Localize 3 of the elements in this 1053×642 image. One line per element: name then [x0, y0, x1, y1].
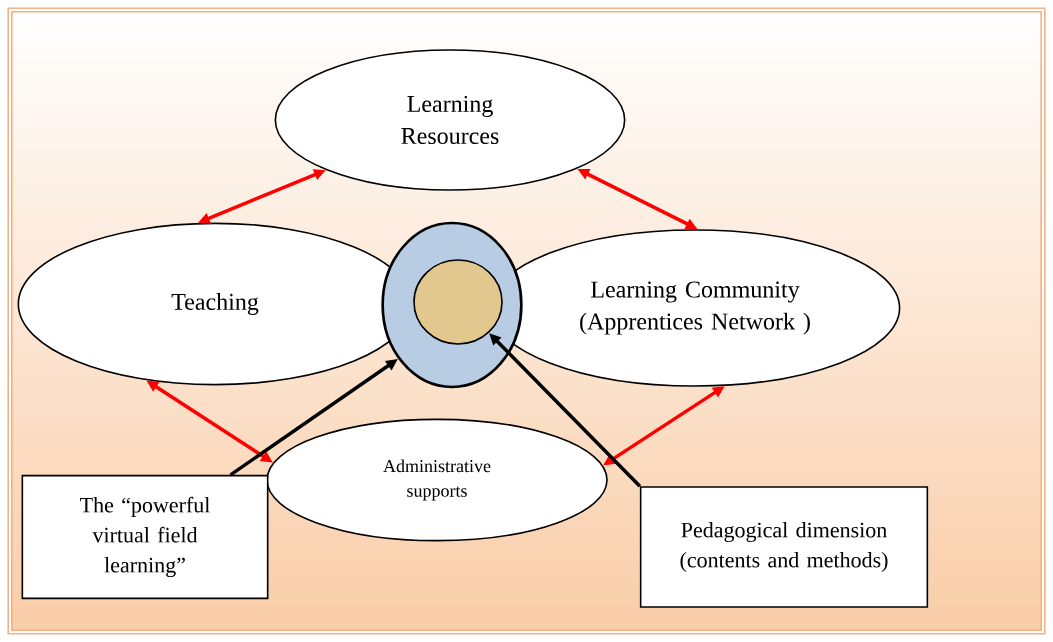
- text-box: The “powerful virtual field learning”: [21, 474, 269, 600]
- text-box: Pedagogical dimension (contents and methods): [639, 486, 929, 608]
- circle: [413, 259, 503, 345]
